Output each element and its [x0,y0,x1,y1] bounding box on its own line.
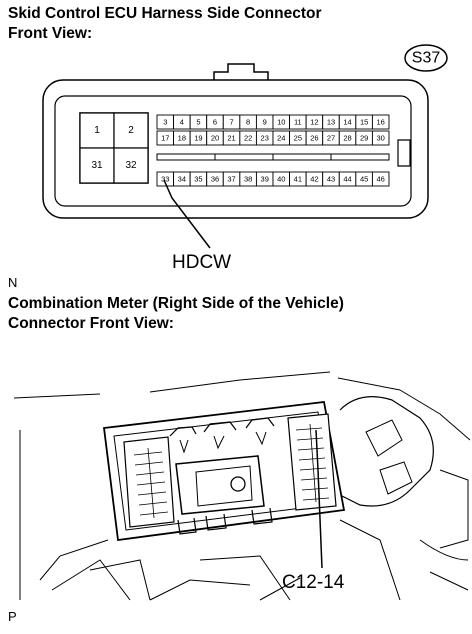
small-pin-number: 35 [194,175,202,184]
meter-bottom-latches [177,507,273,535]
large-pin-number: 31 [91,160,103,171]
vehicle-panel-lines [13,371,471,441]
meter-lock-screw [230,476,246,492]
small-pin-number: 30 [377,134,385,143]
vehicle-bracket [365,419,413,495]
small-pin-number: 40 [277,175,285,184]
small-pin-number: 9 [263,118,267,127]
small-pin-number: 6 [213,118,217,127]
connector-separator-bars [156,153,390,161]
small-pin-number: 29 [360,134,368,143]
large-pin-number: 32 [125,160,137,171]
connector-latch [213,63,269,80]
meter-top-latch-details [179,431,267,454]
vehicle-bracket [419,469,469,561]
small-pin-number: 18 [178,134,186,143]
small-pin-number: 12 [310,118,318,127]
large-pin-number: 1 [94,125,100,136]
meter-center-lock-inner [195,465,253,507]
large-pin-number: 2 [128,125,134,136]
meter-left-pin-rows [133,447,169,519]
connector-code-badge [404,44,448,72]
small-pin-number: 4 [180,118,184,127]
combination-meter-heading: Combination Meter (Right Side of the Veh… [8,294,344,334]
small-pin-number: 28 [343,134,351,143]
small-pin-number: 36 [211,175,219,184]
figure-letter-n: N [8,275,18,290]
large-pin-cell [113,112,149,149]
small-pin-number: 38 [244,175,252,184]
small-pin-number: 16 [377,118,385,127]
small-pin-number: 17 [161,134,169,143]
small-pin-number: 25 [294,134,302,143]
heading-line: Connector Front View: [8,315,174,332]
small-pin-number: 24 [277,134,285,143]
heading-line: Front View: [8,25,93,42]
heading-line: Combination Meter (Right Side of the Veh… [8,295,344,312]
small-pin-number: 19 [194,134,202,143]
small-pin-number: 37 [227,175,235,184]
small-pin-number: 10 [277,118,285,127]
small-pin-number: 14 [343,118,351,127]
meter-top-latches [169,417,275,437]
skid-control-connector-heading: Skid Control ECU Harness Side Connector … [8,4,322,44]
combination-meter-illustration [13,371,471,601]
small-pin-number: 5 [196,118,200,127]
small-pin-number: 44 [343,175,351,184]
small-pin-number: 33 [161,175,169,184]
small-pin-number: 20 [211,134,219,143]
small-pin-number: 11 [294,118,302,127]
hdcw-callout-label: HDCW [172,252,231,273]
small-pin-number: 21 [227,134,235,143]
small-pin-number: 15 [360,118,368,127]
vehicle-panel-lines [19,430,301,601]
meter-left-pin-column [123,436,175,528]
connector-side-key [397,139,411,167]
vehicle-lower-structure [39,519,469,601]
c12-14-callout-line [315,429,323,569]
small-pin-number: 26 [310,134,318,143]
small-pin-number: 41 [294,175,302,184]
small-pin-number: 3 [163,118,167,127]
small-pin-number: 43 [327,175,335,184]
large-pin-cell [79,147,115,184]
small-pin-cell [371,171,390,187]
small-pin-number: 42 [310,175,318,184]
small-pin-number: 22 [244,134,252,143]
large-pin-cell [113,147,149,184]
small-pin-cell [371,114,390,130]
connector-code-text: S37 [412,50,441,67]
small-pin-number: 27 [327,134,335,143]
meter-right-pin-column [287,413,337,511]
hdcw-callout-line [163,179,211,249]
small-pin-number: 46 [377,175,385,184]
small-pin-number: 23 [261,134,269,143]
figure-letter-p: P [8,609,17,624]
meter-right-pin-rows [295,423,330,503]
small-pin-number: 8 [246,118,250,127]
small-pin-number: 34 [178,175,186,184]
small-pin-number: 13 [327,118,335,127]
small-pin-number: 39 [261,175,269,184]
c12-14-callout-label: C12-14 [282,572,345,593]
heading-line: Skid Control ECU Harness Side Connector [8,5,322,22]
small-pin-number: 45 [360,175,368,184]
small-pin-cell [371,130,390,146]
small-pin-number: 7 [229,118,233,127]
